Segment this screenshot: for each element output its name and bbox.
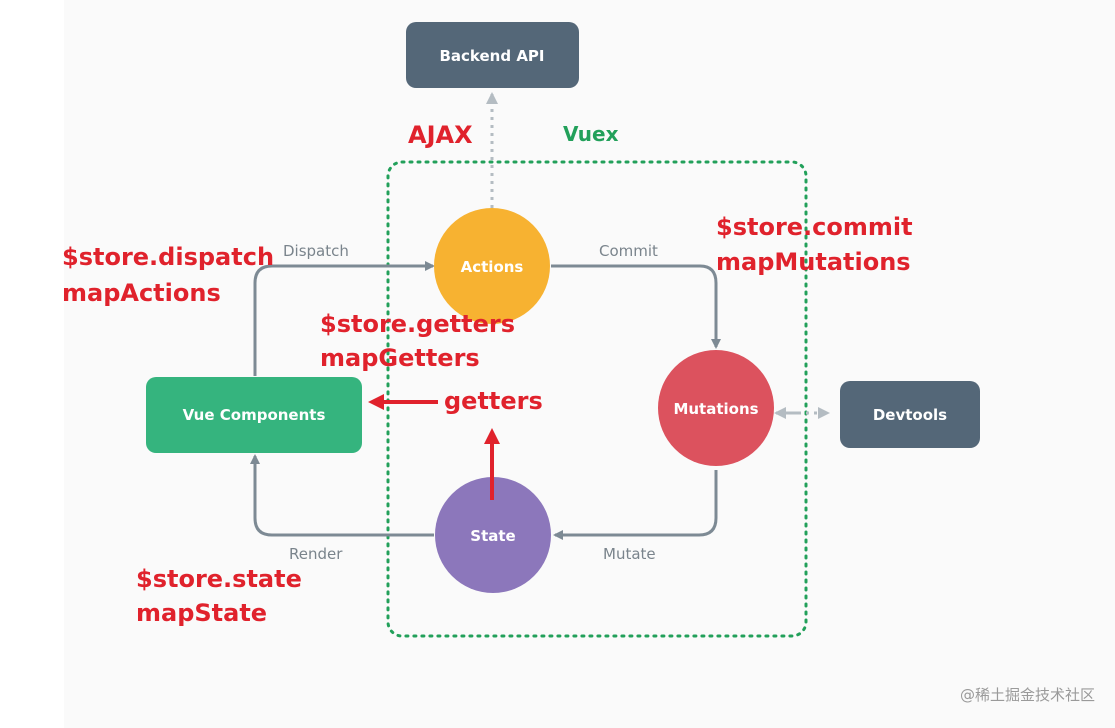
vuex-store-boundary [386, 160, 808, 638]
backend-api-node[interactable]: Backend API [406, 22, 579, 88]
backend-api-label: Backend API [439, 47, 544, 65]
devtools-node[interactable]: Devtools [840, 381, 980, 448]
render-edge-label: Render [289, 545, 343, 563]
dispatch-annotation-line1: $store.dispatch [62, 243, 274, 271]
commit-edge-label: Commit [599, 242, 658, 260]
state-annotation-line1: $store.state [136, 565, 302, 593]
commit-annotation-line2: mapMutations [716, 248, 911, 276]
actions-node[interactable]: Actions [434, 208, 550, 324]
ajax-annotation: AJAX [408, 121, 473, 149]
render-edge[interactable] [250, 454, 434, 537]
state-label: State [470, 527, 515, 545]
watermark: @稀土掘金技术社区 [960, 686, 1095, 704]
getters-annotation: getters [444, 387, 543, 415]
vue-components-label: Vue Components [183, 406, 326, 424]
mutations-node[interactable]: Mutations [658, 350, 774, 466]
state-annotation-line2: mapState [136, 599, 267, 627]
getters-annotation-line2: mapGetters [320, 344, 480, 372]
dispatch-annotation-line2: mapActions [62, 279, 221, 307]
getters-annotation-line1: $store.getters [320, 310, 515, 338]
vue-components-node[interactable]: Vue Components [146, 377, 362, 453]
mutate-edge-label: Mutate [603, 545, 656, 563]
mutate-edge[interactable] [553, 470, 718, 540]
actions-label: Actions [461, 258, 524, 276]
dispatch-edge-label: Dispatch [283, 242, 349, 260]
state-node[interactable]: State [435, 477, 551, 593]
commit-annotation-line1: $store.commit [716, 213, 913, 241]
background-strip [0, 0, 64, 728]
vuex-label: Vuex [563, 122, 619, 146]
mutations-label: Mutations [673, 400, 758, 418]
commit-edge[interactable] [551, 264, 721, 349]
devtools-label: Devtools [873, 406, 947, 424]
dispatch-edge[interactable] [253, 261, 435, 376]
